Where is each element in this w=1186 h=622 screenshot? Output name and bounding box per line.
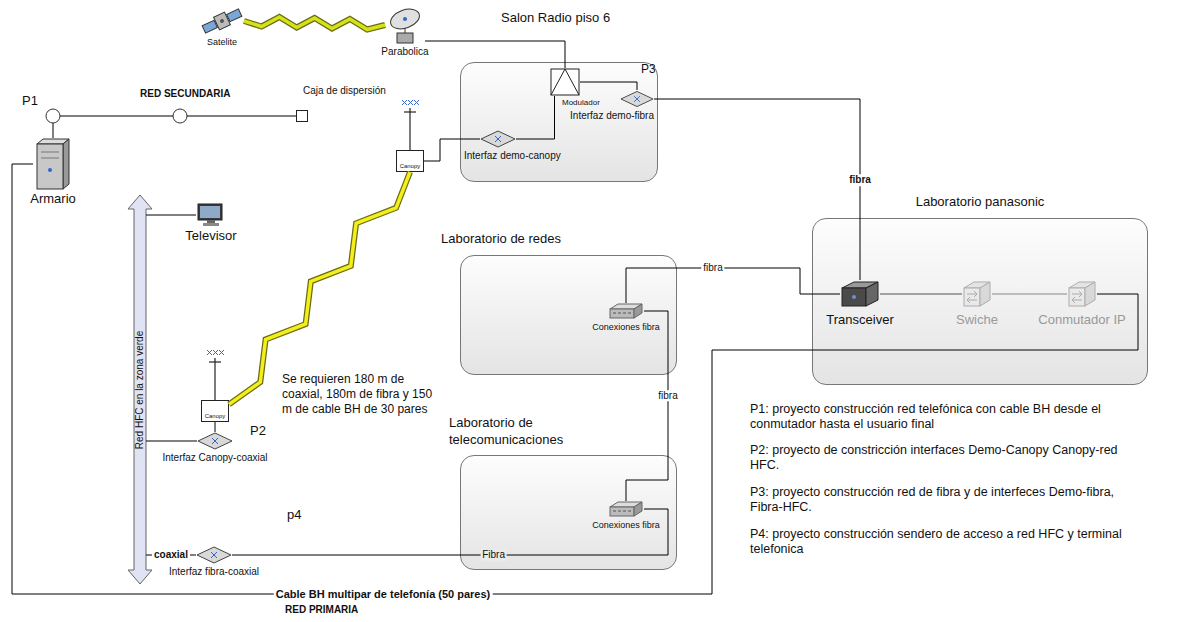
interface-diamond: Interfaz fibra-coaxial: [196, 546, 232, 564]
dish-antenna: Parabolica: [385, 5, 425, 45]
node-label: Canopy: [400, 163, 421, 170]
node-label: Red HFC en la zona verde: [134, 330, 146, 448]
node-label: Laboratorio de redes: [441, 232, 561, 247]
interface-diamond: [620, 90, 654, 108]
node-label: Swiche: [956, 313, 998, 328]
patch-panel-icon: [608, 501, 644, 517]
transceiver-icon: [840, 280, 880, 308]
fiber-panel: Conexiones fibra: [608, 303, 644, 319]
callout-label: p4: [287, 508, 301, 523]
ip-switch: Conmutador IP: [1067, 280, 1097, 308]
cable-path: [215, 422, 216, 432]
satellite-icon: [200, 5, 244, 37]
dispersion-box: Caja de dispersión: [296, 110, 308, 122]
node-label: Canopy: [205, 413, 226, 420]
callout-label: P3: [641, 63, 656, 77]
interface-diamond: [196, 546, 232, 564]
project-note: P4: proyecto construcción sendero de acc…: [750, 527, 1140, 557]
switch-icon: [962, 280, 992, 308]
cable-line: [146, 441, 197, 442]
node-label: Interfaz fibra-coaxial: [169, 566, 259, 578]
canopy-box: Canopy: [201, 400, 229, 422]
edge-label: fibra: [656, 390, 679, 402]
edge-label: Fibra: [480, 549, 507, 561]
edge-label: coaxial: [152, 549, 190, 561]
node-label: Modulador: [562, 98, 600, 107]
cabinet: Armario: [33, 138, 73, 190]
room-box: Salon Radio piso 6ModuladorInterfaz demo…: [460, 62, 658, 182]
interface-diamond: Interfaz demo-fibra: [620, 90, 654, 108]
interface-diamond: [480, 130, 516, 148]
node-label: Armario: [30, 192, 76, 207]
cabinet-icon: [33, 138, 73, 190]
lab-box: Laboratorio de redesConexiones fibra: [460, 255, 677, 375]
lightning-outline: [244, 17, 385, 30]
callout-label: RED SECUNDARIA: [140, 88, 231, 100]
lightning-bolt: [229, 172, 410, 404]
cable-line: [146, 215, 196, 216]
node-label: Conexiones fibra: [592, 322, 660, 332]
interface-diamond: [197, 432, 233, 450]
lab-box: Laboratorio panasonicTransceiverSwicheCo…: [812, 218, 1148, 385]
cable-line: [53, 116, 296, 138]
callout-label: RED PRIMARIA: [285, 604, 358, 616]
junction-circle: [46, 109, 60, 123]
canopy-antenna: [404, 108, 416, 150]
antenna-marks: [207, 350, 224, 355]
callout-label: P2: [250, 424, 266, 439]
interface-diamond: Interfaz Canopy-coaxial: [197, 432, 233, 450]
television-icon: [196, 203, 226, 227]
project-note: P1: proyecto construcción red telefónica…: [750, 402, 1140, 432]
node-label: Satelite: [207, 37, 237, 47]
transceiver: Transceiver: [840, 280, 880, 308]
interface-diamond: Interfaz demo-canopy: [480, 130, 516, 148]
edge-label: fibra: [701, 262, 724, 274]
edge-label: fibra: [847, 175, 873, 187]
project-note: P2: proyecto de constricción interfaces …: [750, 443, 1140, 473]
lightning-bolt: [244, 17, 385, 30]
wireless-link: [229, 172, 410, 404]
satellite: Satelite: [200, 5, 244, 37]
canopy-antenna: [209, 358, 221, 400]
node-label: Laboratorio panasonic: [916, 195, 1045, 210]
switch: Swiche: [962, 280, 992, 308]
wireless-link: [244, 17, 385, 30]
node-label: Conexiones fibra: [592, 520, 660, 530]
project-note: P3: proyecto construcción red de fibra y…: [750, 485, 1140, 515]
antenna-marks: [402, 100, 419, 105]
node-label: Parabolica: [381, 46, 428, 58]
patch-panel-icon: [608, 303, 644, 319]
node-label: Transceiver: [826, 313, 893, 328]
fiber-panel: Conexiones fibra: [608, 501, 644, 517]
lightning-outline: [229, 172, 410, 404]
television: Televisor: [196, 203, 226, 227]
node-label: Interfaz demo-fibra: [570, 110, 654, 122]
junction-circle: [173, 109, 187, 123]
cable-path: [146, 441, 197, 442]
dish-icon: [385, 5, 425, 45]
canopy-box: Canopy: [396, 150, 424, 172]
node-label: Interfaz demo-canopy: [464, 150, 561, 162]
node-label: Laboratorio de telecomunicaciones: [449, 414, 579, 448]
node-label: Televisor: [185, 229, 236, 244]
node-label: Caja de dispersión: [303, 85, 386, 97]
hfc-band: Red HFC en la zona verde: [128, 195, 152, 584]
node-label: Salon Radio piso 6: [501, 11, 610, 26]
cable-path: [53, 116, 296, 138]
switch-icon: [1067, 280, 1097, 308]
cable-path: [146, 215, 196, 216]
modulator-icon: [550, 68, 580, 96]
node-label: Conmutador IP: [1038, 313, 1125, 328]
edge-label: Cable BH multipar de telefonía (50 pares…: [274, 588, 493, 601]
note-text: Se requieren 180 m de coaxial, 180m de f…: [282, 372, 440, 417]
cable-line: [215, 422, 216, 432]
node-label: Interfaz Canopy-coaxial: [162, 452, 267, 464]
modulator: Modulador: [550, 68, 580, 96]
callout-label: P1: [22, 94, 38, 109]
